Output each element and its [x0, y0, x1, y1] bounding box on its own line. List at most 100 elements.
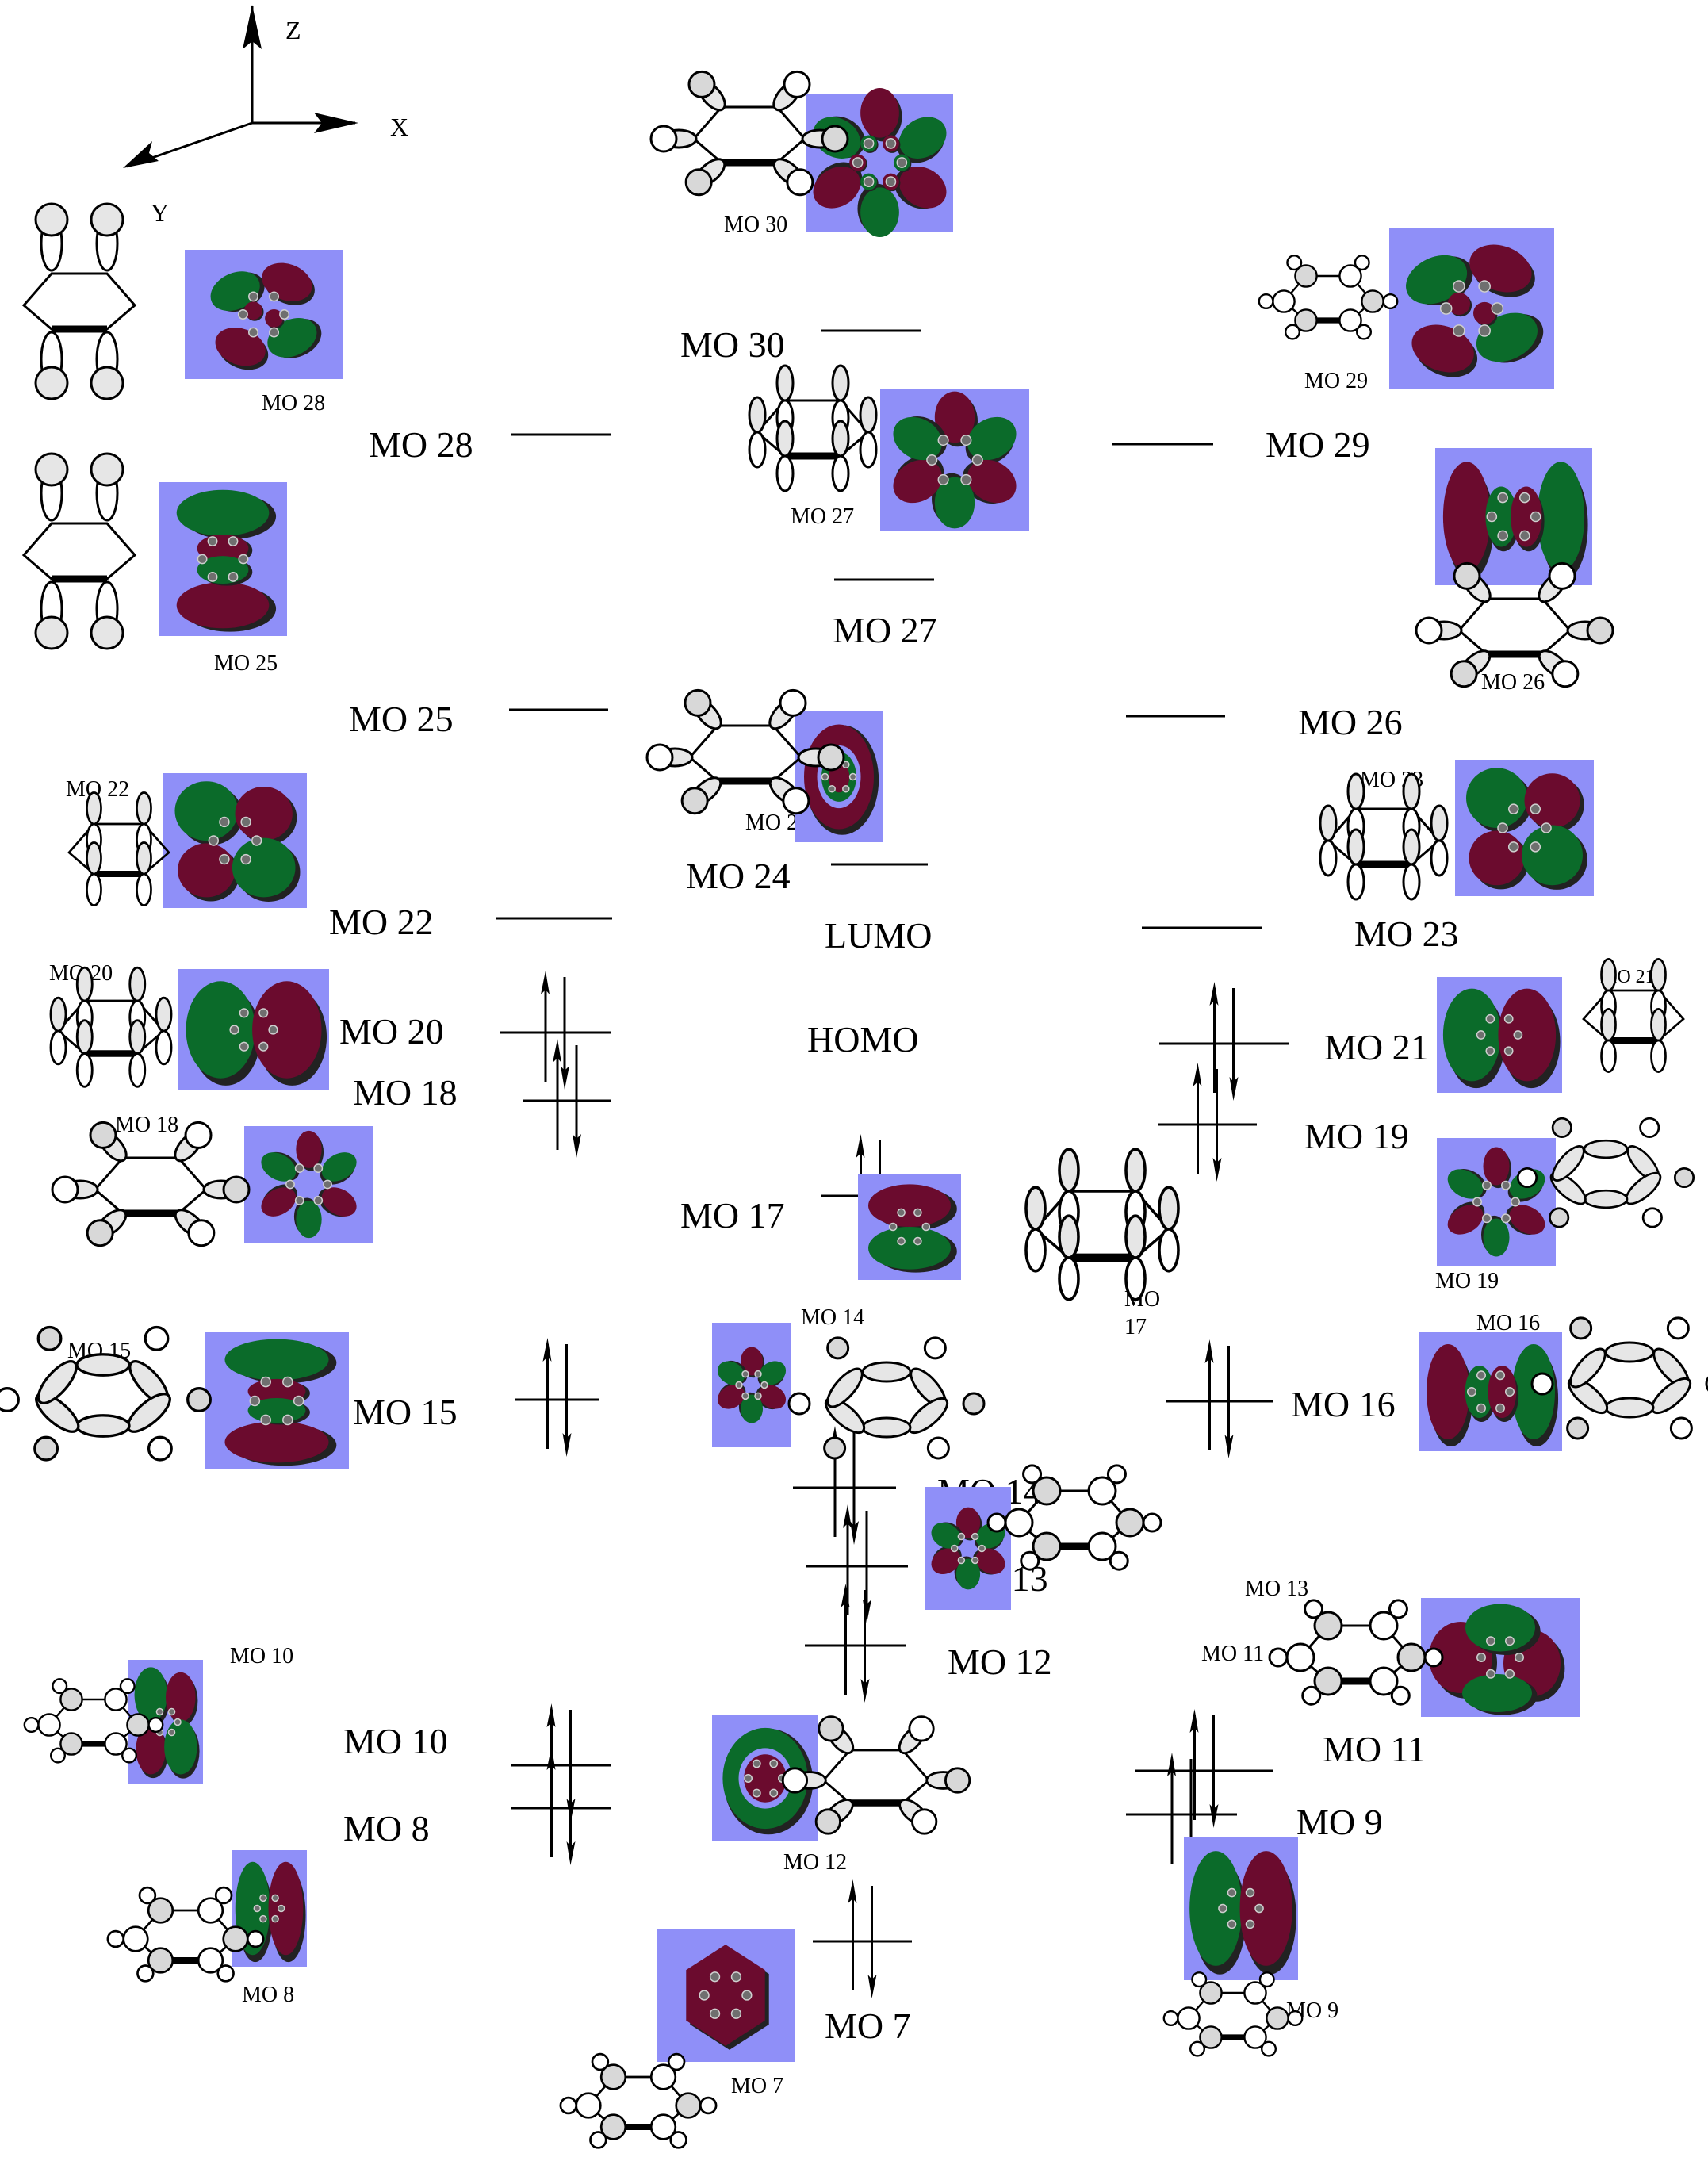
atom-sphere — [1513, 1030, 1523, 1040]
electron-spin-down — [561, 977, 569, 1090]
energy-level-mo12 — [805, 1584, 906, 1703]
p-orbital-lobe-bottom — [859, 431, 878, 469]
bonding-lobe — [126, 1393, 171, 1433]
orbital-lobe — [717, 1382, 746, 1409]
s-orbital — [599, 2113, 627, 2140]
h-1s-orbital — [52, 1678, 68, 1695]
s-orbital — [1087, 1476, 1117, 1506]
image-label-mo13: MO 13 — [1245, 1577, 1309, 1601]
ring-bond-outline — [1457, 597, 1572, 656]
render-background — [163, 773, 307, 908]
electron-spin-down — [1229, 988, 1239, 1101]
h-1s-orbital — [1354, 255, 1370, 271]
s-orbital — [104, 1688, 128, 1711]
h-1s-orbital — [591, 2052, 610, 2071]
render-background — [185, 250, 343, 379]
orbital-lobe — [268, 1861, 306, 1963]
level-label-mo19: MO 19 — [1304, 1116, 1409, 1156]
orbital-lobe — [868, 1227, 957, 1273]
h-1s-orbital — [1516, 1167, 1538, 1189]
orbital-lobe — [934, 391, 978, 447]
p-orbital-lobe-top — [1402, 828, 1421, 866]
orbital-render-mo16 — [1419, 1332, 1562, 1451]
ring-bond-outline — [687, 724, 803, 783]
electron-spin-down — [1224, 1346, 1234, 1458]
atom-sphere — [167, 1728, 176, 1737]
s-orbital — [575, 2092, 602, 2119]
atom-sphere — [978, 1544, 986, 1553]
h-1s-orbital — [1450, 660, 1478, 688]
p-orbital-lobe-bottom — [1402, 863, 1421, 901]
p-orbital-lobe-bottom — [1650, 1039, 1667, 1073]
sp2-lobe — [61, 1179, 99, 1200]
orbital-lobe — [1537, 462, 1588, 580]
orbital-render-mo12 — [712, 1715, 818, 1841]
render-background — [128, 1660, 203, 1784]
h-1s-orbital — [783, 70, 811, 98]
h-1s-orbital — [814, 1808, 841, 1835]
orbital-lobe — [1473, 301, 1498, 327]
orbital-lobe — [932, 473, 975, 529]
orbital-sketch-mo19 — [1516, 1117, 1695, 1228]
orbital-lobe — [197, 534, 253, 565]
orbital-lobe — [1411, 324, 1478, 377]
atom-sphere — [863, 176, 875, 187]
h-1s-orbital — [1109, 1550, 1129, 1571]
orbital-render-mo20 — [178, 969, 329, 1090]
render-background — [232, 1850, 307, 1967]
electron-spin-down — [867, 1886, 877, 1998]
h-1s-orbital — [1356, 324, 1373, 340]
orbital-render-mo7 — [657, 1929, 795, 2062]
atom-sphere — [848, 772, 857, 781]
z-axis-label: Z — [285, 16, 301, 44]
s-orbital — [649, 2113, 677, 2140]
orbital-sketch-mo12 — [781, 1715, 971, 1835]
orbital-lobe — [1503, 1630, 1565, 1702]
electron-spin-up — [848, 1879, 857, 1990]
render-background — [1435, 448, 1592, 585]
p-orbital-lobe-top — [1024, 1186, 1047, 1231]
h-1s-orbital — [23, 1716, 40, 1734]
orbital-lobe — [962, 459, 1017, 504]
s-orbital — [1369, 1666, 1399, 1696]
orbital-sketch-mo24 — [645, 688, 845, 815]
bonding-lobe — [907, 1397, 949, 1435]
atom-sphere — [1482, 1180, 1492, 1190]
electron-spin-up — [1204, 1339, 1214, 1450]
h-1s-orbital — [1423, 1647, 1444, 1668]
energy-level-mo11 — [1135, 1709, 1273, 1828]
ring-bond-outline — [1326, 807, 1442, 866]
atom-sphere — [260, 1414, 271, 1426]
atom-sphere — [896, 157, 908, 168]
h-1s-orbital — [986, 1512, 1007, 1533]
orbital-lobe — [738, 1392, 763, 1423]
atom-sphere — [1453, 324, 1465, 337]
p-orbital-lobe-top — [1319, 804, 1338, 842]
ring-bond-outline — [755, 399, 871, 458]
atom-sphere — [926, 454, 938, 466]
sp2-lobe — [697, 80, 726, 112]
h-1s-orbital — [1191, 1971, 1208, 1988]
sp2-lobe — [95, 1209, 128, 1238]
p-orbital-lobe-top — [748, 396, 767, 434]
electron-spin-up — [542, 1338, 552, 1449]
p-orbital-lobe — [95, 580, 119, 638]
level-label-mo26: MO 26 — [1298, 702, 1403, 742]
sp2-lobe — [690, 776, 722, 806]
s-orbital — [59, 1688, 83, 1711]
atom-sphere — [950, 1544, 959, 1553]
render-background — [657, 1929, 795, 2062]
atom-sphere — [1503, 1046, 1514, 1056]
lumo-label: LUMO — [825, 915, 933, 956]
orbital-lobe — [857, 183, 899, 237]
x-axis-arrow — [252, 113, 358, 133]
orbital-lobe — [1429, 1622, 1497, 1699]
orbital-lobe — [931, 1522, 964, 1549]
orbital-sketch-mo8 — [106, 1886, 265, 1983]
sp2-lobe — [791, 1771, 827, 1790]
image-label-mo15: MO 15 — [67, 1339, 132, 1363]
sp2-lobe — [202, 1179, 240, 1200]
orbital-sketch-mo30 — [649, 70, 849, 197]
electron-spin-down — [562, 1344, 572, 1457]
orbital-render-mo28 — [185, 250, 343, 379]
